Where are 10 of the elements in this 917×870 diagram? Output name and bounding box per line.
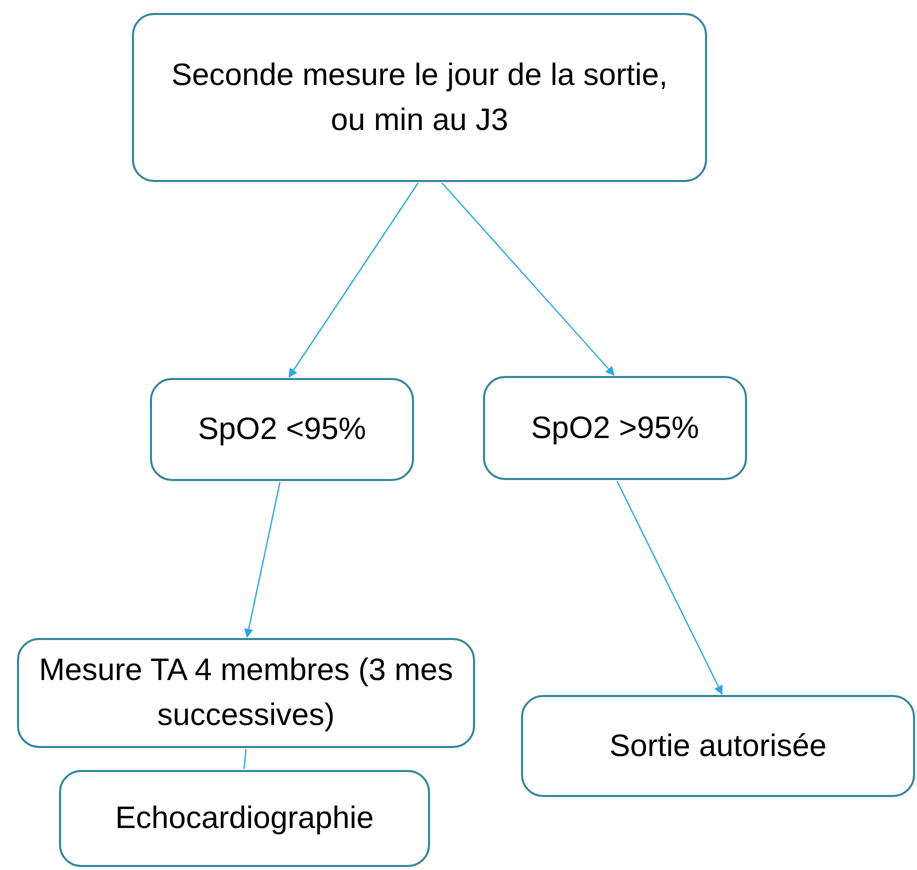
process-box: Echocardiographie xyxy=(59,770,430,867)
process-box: Sortie autorisée xyxy=(521,695,915,797)
arrow xyxy=(244,482,281,638)
process-box: Seconde mesure le jour de la sortie, ou min au J3 xyxy=(132,13,707,182)
process-box: Mesure TA 4 membres (3 mes successives) xyxy=(17,638,475,748)
arrow xyxy=(442,182,615,376)
arrow xyxy=(616,480,723,695)
arrow xyxy=(288,182,419,378)
process-box: SpO2 >95% xyxy=(483,376,747,480)
process-box: SpO2 <95% xyxy=(150,378,414,481)
